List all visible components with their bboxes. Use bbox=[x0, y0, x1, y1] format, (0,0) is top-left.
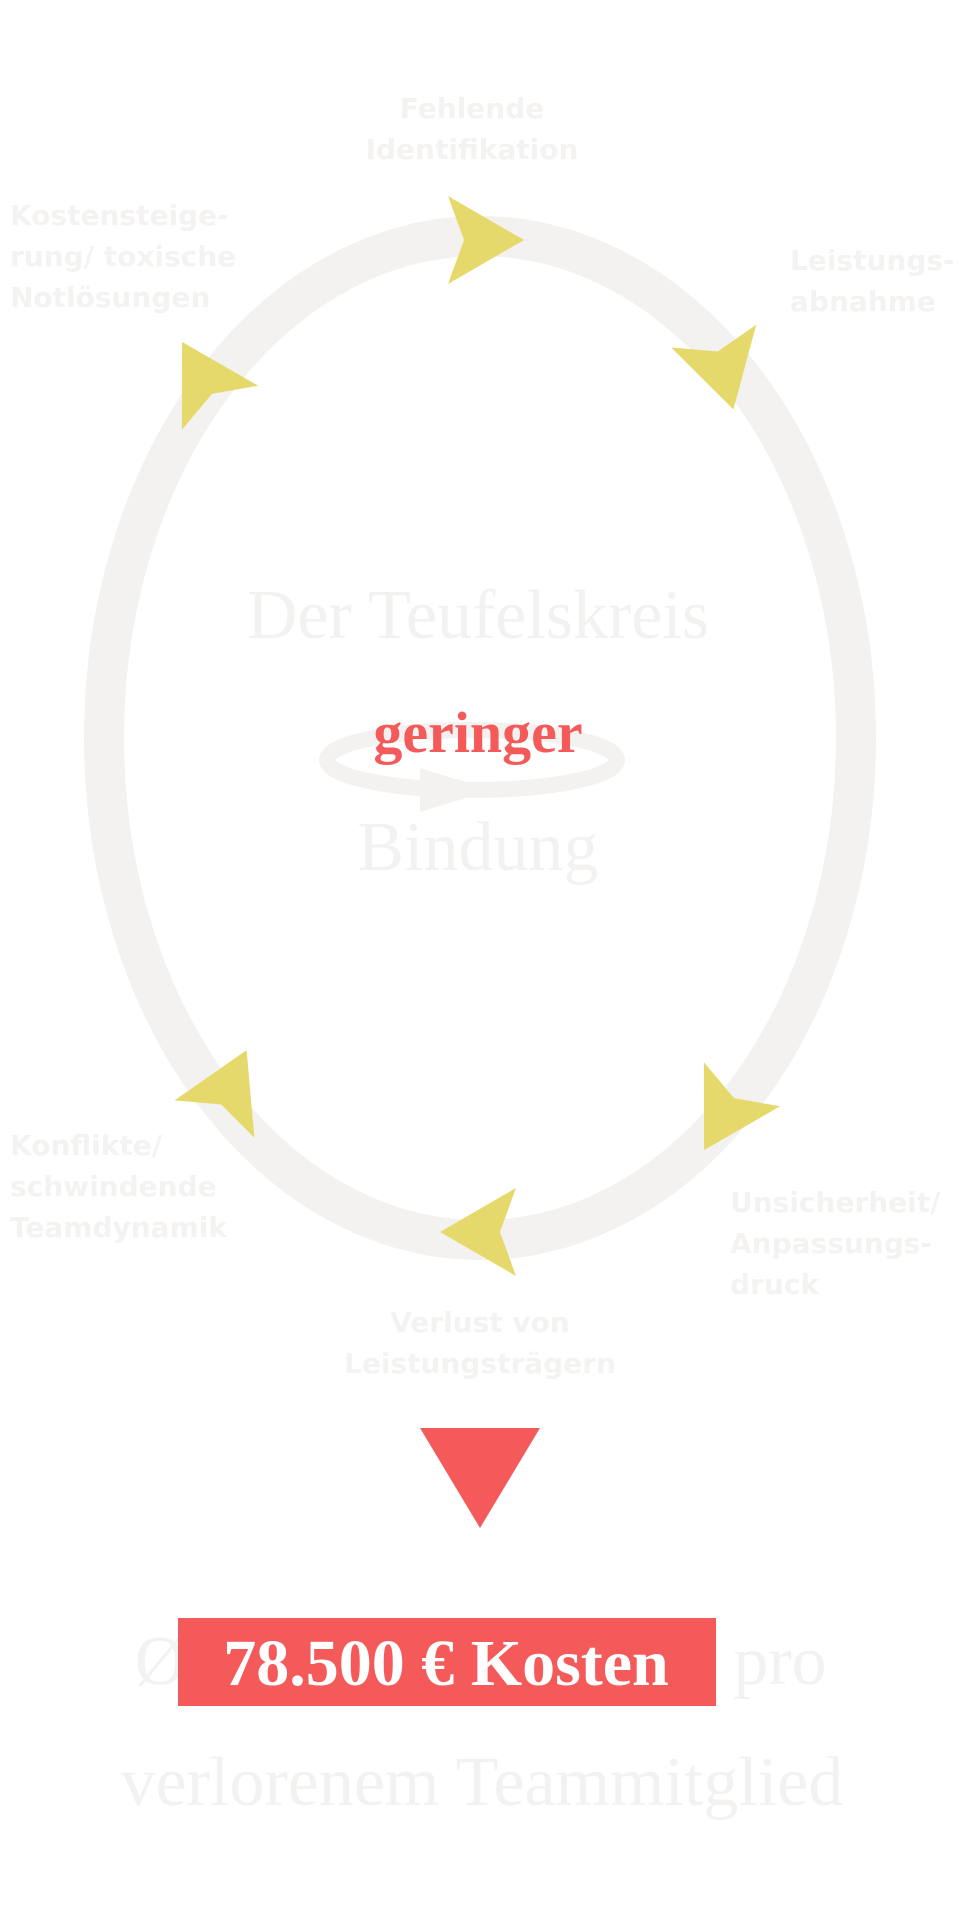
cost-highlight: 78.500 € Kosten bbox=[223, 1627, 669, 1700]
cycle-node-leistungsabnahme: Leistungs-abnahme bbox=[790, 244, 955, 318]
cycle-arrow-icon bbox=[703, 1062, 781, 1151]
cost-suffix: pro bbox=[733, 1623, 826, 1700]
cycle-node-line: Leistungs- bbox=[790, 244, 955, 277]
cycle-node-line: Verlust von bbox=[390, 1306, 570, 1339]
center-subtitle: Bindung bbox=[357, 809, 598, 886]
down-arrow-icon bbox=[420, 1428, 540, 1528]
center-highlight: geringer bbox=[373, 700, 582, 765]
cycle-node-line: Fehlende bbox=[400, 92, 544, 125]
cycle-arrow-icon bbox=[181, 341, 259, 430]
cycle-node-line: rung/ toxische bbox=[10, 240, 236, 273]
cycle-arrow-icon bbox=[671, 324, 757, 410]
cycle-node-line: Teamdynamik bbox=[10, 1211, 228, 1244]
cycle-node-line: druck bbox=[730, 1268, 820, 1301]
cost-prefix: Ø bbox=[135, 1623, 186, 1700]
cost-highlight-background bbox=[178, 1618, 716, 1706]
cycle-node-line: Leistungsträgern bbox=[344, 1347, 616, 1380]
center-title: Der Teufelskreis bbox=[247, 577, 709, 654]
cycle-node-line: abnahme bbox=[790, 285, 936, 318]
cycle-node-line: Identifikation bbox=[366, 133, 579, 166]
center-loop-icon bbox=[319, 722, 625, 812]
cycle-node-unsicherheit: Unsicherheit/Anpassungs-druck bbox=[730, 1186, 941, 1301]
cycle-arrow-icon bbox=[174, 1050, 255, 1138]
cycle-arrow-icon bbox=[440, 1188, 516, 1276]
cycle-node-line: Kostensteige- bbox=[10, 199, 229, 232]
cycle-node-line: Anpassungs- bbox=[730, 1227, 932, 1260]
cycle-node-line: Unsicherheit/ bbox=[730, 1186, 941, 1219]
cost-line2: verlorenem Teammitglied bbox=[121, 1744, 844, 1821]
cycle-arrow-icon bbox=[448, 196, 524, 284]
cycle-node-line: Konflikte/ bbox=[10, 1129, 163, 1162]
cycle-node-line: Notlösungen bbox=[10, 281, 210, 314]
cycle-node-line: schwindende bbox=[10, 1170, 217, 1203]
